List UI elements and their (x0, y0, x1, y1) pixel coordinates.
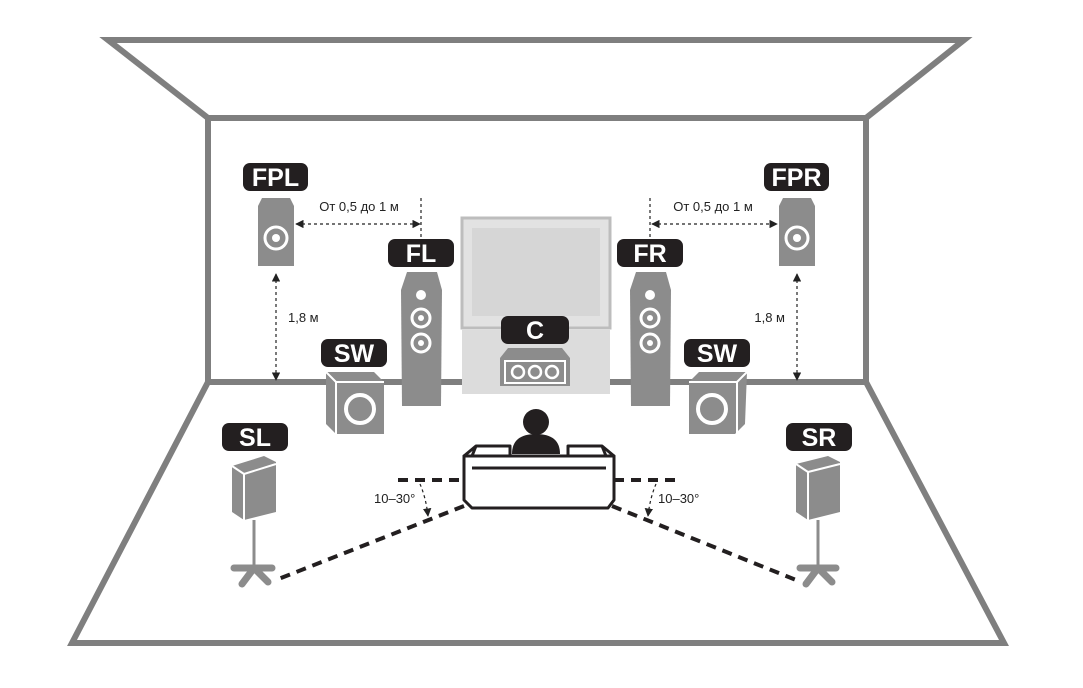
front-right-speaker (630, 272, 671, 406)
label-fpl-text: FPL (252, 164, 299, 192)
label-fpr: FPR (764, 163, 829, 192)
label-sw-left-text: SW (334, 340, 375, 368)
label-fr-text: FR (633, 240, 666, 268)
tv-screen (460, 216, 612, 330)
label-sl-text: SL (239, 424, 271, 452)
center-speaker (500, 348, 570, 386)
fpr-spacing-label: От 0,5 до 1 м (673, 199, 753, 214)
fpl-spacing-label: От 0,5 до 1 м (319, 199, 399, 214)
right-height-label: 1,8 м (754, 310, 785, 325)
front-presence-left-speaker (258, 198, 294, 266)
label-sw-right-text: SW (697, 340, 738, 368)
label-fl: FL (388, 239, 454, 268)
label-c: C (501, 316, 569, 345)
label-sr: SR (786, 423, 852, 452)
label-fpr-text: FPR (772, 164, 822, 192)
sofa (462, 444, 616, 510)
left-height-label: 1,8 м (288, 310, 319, 325)
subwoofer-right (689, 371, 748, 434)
label-fpl: FPL (243, 163, 308, 192)
left-angle-label: 10–30° (374, 491, 415, 506)
label-c-text: C (526, 317, 544, 345)
label-sw-left: SW (321, 339, 387, 368)
label-fr: FR (617, 239, 683, 268)
surround-right-speaker (795, 456, 841, 588)
listening-level-lines (275, 478, 797, 582)
label-sl: SL (222, 423, 288, 452)
front-presence-right-speaker (779, 198, 815, 266)
label-fl-text: FL (406, 240, 437, 268)
dimension-lines (271, 198, 802, 381)
label-sr-text: SR (802, 424, 837, 452)
surround-left-speaker (230, 456, 277, 588)
label-sw-right: SW (684, 339, 750, 368)
right-angle-label: 10–30° (658, 491, 699, 506)
subwoofer-left (325, 371, 384, 434)
listener-icon (512, 409, 560, 454)
surround-angle-arrows (419, 483, 657, 517)
front-left-speaker (401, 272, 442, 406)
